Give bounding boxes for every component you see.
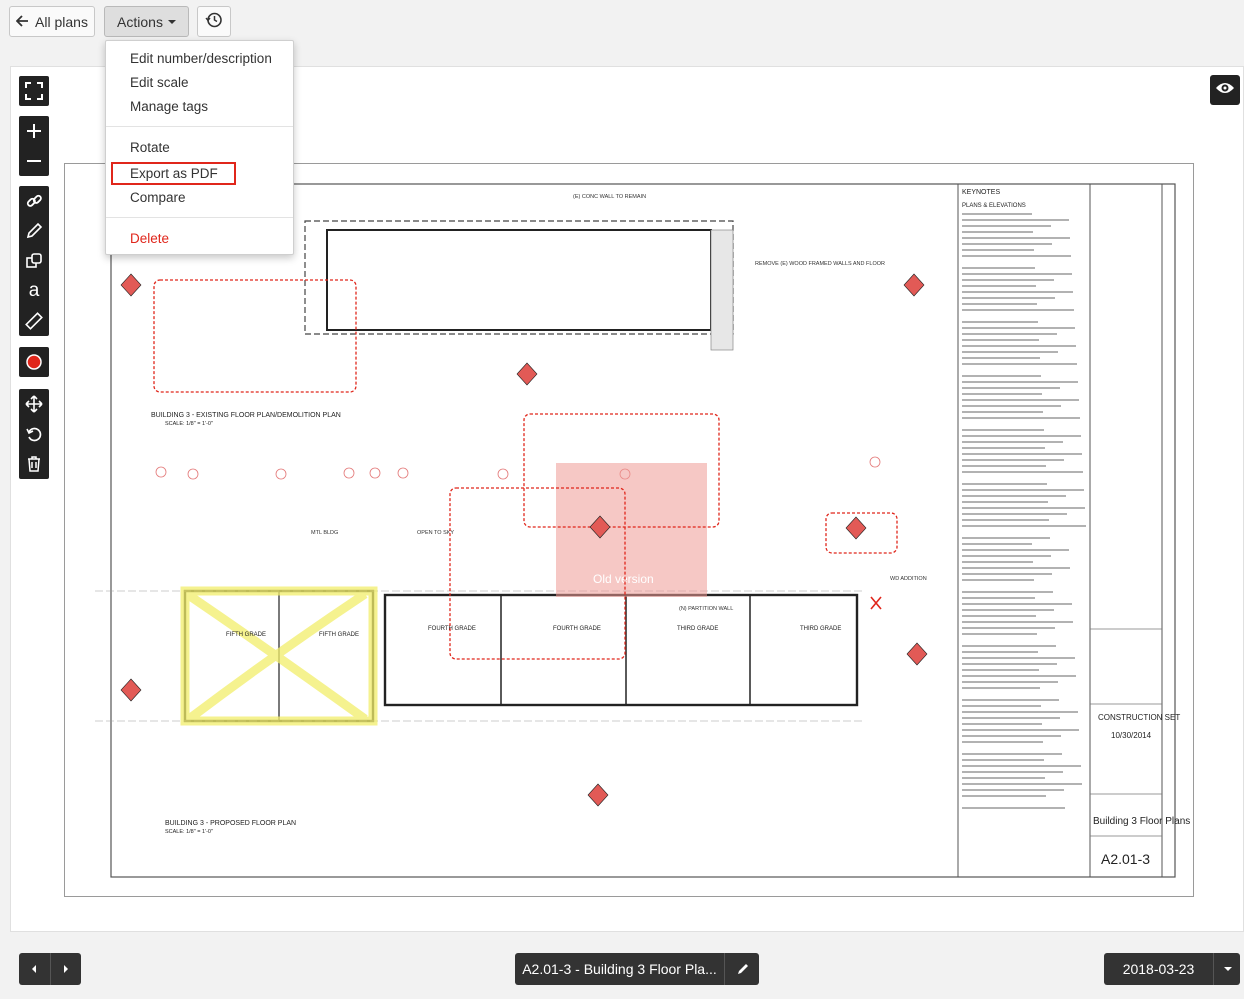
prev-sheet-button[interactable]: [19, 953, 51, 985]
room-label-6: THIRD GRADE: [800, 626, 841, 632]
sheet-number: A2.01-3: [1101, 851, 1150, 867]
caret-down-icon: [1223, 967, 1232, 971]
menu-item-manage-tags[interactable]: Manage tags: [130, 99, 209, 114]
color-picker-icon[interactable]: [19, 347, 49, 377]
date-dropdown-button[interactable]: [1215, 953, 1240, 985]
plan-drawing: KEYNOTES PLANS & ELEVATIONS CONSTRUCTION…: [95, 183, 1190, 878]
issue-label: CONSTRUCTION SET: [1098, 713, 1180, 722]
ruler-icon[interactable]: [19, 306, 49, 336]
zoom-out-icon[interactable]: [19, 146, 49, 176]
plan-title-existing: BUILDING 3 - EXISTING FLOOR PLAN/DEMOLIT…: [151, 412, 341, 419]
plan-sheet[interactable]: KEYNOTES PLANS & ELEVATIONS CONSTRUCTION…: [64, 163, 1194, 897]
eye-icon: [1215, 81, 1235, 100]
chevron-right-icon: [63, 965, 68, 973]
room-label-4: FOURTH GRADE: [553, 626, 601, 632]
menu-divider: [106, 126, 293, 127]
sheet-title: Building 3 Floor Plans: [1093, 816, 1190, 827]
note-open-to-sky: OPEN TO SKY: [417, 530, 454, 536]
scale-existing: SCALE: 1/8" = 1'-0": [165, 421, 213, 427]
fullscreen-tool-group: [19, 76, 49, 106]
menu-item-compare[interactable]: Compare: [130, 190, 186, 205]
note-remove-walls: REMOVE (E) WOOD FRAMED WALLS AND FLOOR: [755, 261, 885, 267]
pencil-icon: [738, 964, 748, 974]
issue-date: 10/30/2014: [1111, 731, 1152, 740]
shapes-icon[interactable]: [19, 246, 49, 276]
actions-dropdown-button[interactable]: Actions: [104, 6, 189, 37]
sheet-selector-label[interactable]: A2.01-3 - Building 3 Floor Pla...: [515, 953, 725, 985]
note-partition: (N) PARTITION WALL: [679, 606, 733, 612]
room-label-5: THIRD GRADE: [677, 626, 718, 632]
top-toolbar: All plans Actions: [0, 0, 1244, 46]
color-tool-group: [19, 347, 49, 377]
all-plans-label: All plans: [35, 13, 88, 30]
move-icon[interactable]: [19, 389, 49, 419]
visibility-toggle[interactable]: [1210, 75, 1240, 105]
room-label-1: FIFTH GRADE: [226, 632, 266, 638]
actions-menu: Edit number/description Edit scale Manag…: [105, 40, 294, 255]
history-clock-icon: [205, 11, 223, 32]
export-highlight-box: [111, 162, 236, 185]
menu-item-edit-scale[interactable]: Edit scale: [130, 75, 189, 90]
menu-item-edit-number[interactable]: Edit number/description: [130, 51, 272, 66]
next-sheet-button[interactable]: [51, 953, 82, 985]
history-button[interactable]: [197, 6, 231, 37]
date-selector-label[interactable]: 2018-03-23: [1104, 953, 1214, 985]
plan-title-proposed: BUILDING 3 - PROPOSED FLOOR PLAN: [165, 820, 296, 827]
menu-item-delete[interactable]: Delete: [130, 231, 170, 246]
pencil-icon[interactable]: [19, 216, 49, 246]
old-version-watermark: Old version: [593, 572, 654, 586]
keynotes-title: KEYNOTES: [962, 189, 1000, 196]
menu-divider: [106, 217, 293, 218]
sheet-selector[interactable]: A2.01-3 - Building 3 Floor Pla...: [515, 953, 759, 985]
menu-item-export-pdf[interactable]: Export as PDF: [130, 166, 218, 181]
undo-icon[interactable]: [19, 419, 49, 449]
arrow-left-icon: [15, 14, 29, 30]
zoom-in-icon[interactable]: [19, 116, 49, 146]
all-plans-button[interactable]: All plans: [9, 6, 95, 37]
actions-label: Actions: [117, 13, 163, 30]
text-icon[interactable]: a: [28, 280, 40, 301]
markup-tool-group: a: [19, 186, 49, 336]
chevron-left-icon: [32, 965, 37, 973]
note-conc-wall: (E) CONC WALL TO REMAIN: [573, 194, 646, 200]
keynotes-subtitle: PLANS & ELEVATIONS: [962, 203, 1026, 209]
room-label-2: FIFTH GRADE: [319, 632, 359, 638]
caret-down-icon: [167, 19, 176, 24]
scale-proposed: SCALE: 1/8" = 1'-0": [165, 829, 213, 835]
date-selector[interactable]: 2018-03-23: [1104, 953, 1240, 985]
note-wd-addition: WD ADDITION: [890, 576, 927, 582]
menu-item-rotate[interactable]: Rotate: [130, 140, 170, 155]
note-mtl-bldg: MTL BLDG: [311, 530, 338, 536]
edit-tool-group: [19, 389, 49, 479]
edit-sheet-button[interactable]: [727, 953, 759, 985]
page-nav: [19, 953, 81, 985]
trash-icon[interactable]: [19, 449, 49, 479]
room-label-3: FOURTH GRADE: [428, 626, 476, 632]
fullscreen-icon[interactable]: [19, 76, 49, 106]
link-icon[interactable]: [19, 186, 49, 216]
zoom-tool-group: [19, 116, 49, 176]
